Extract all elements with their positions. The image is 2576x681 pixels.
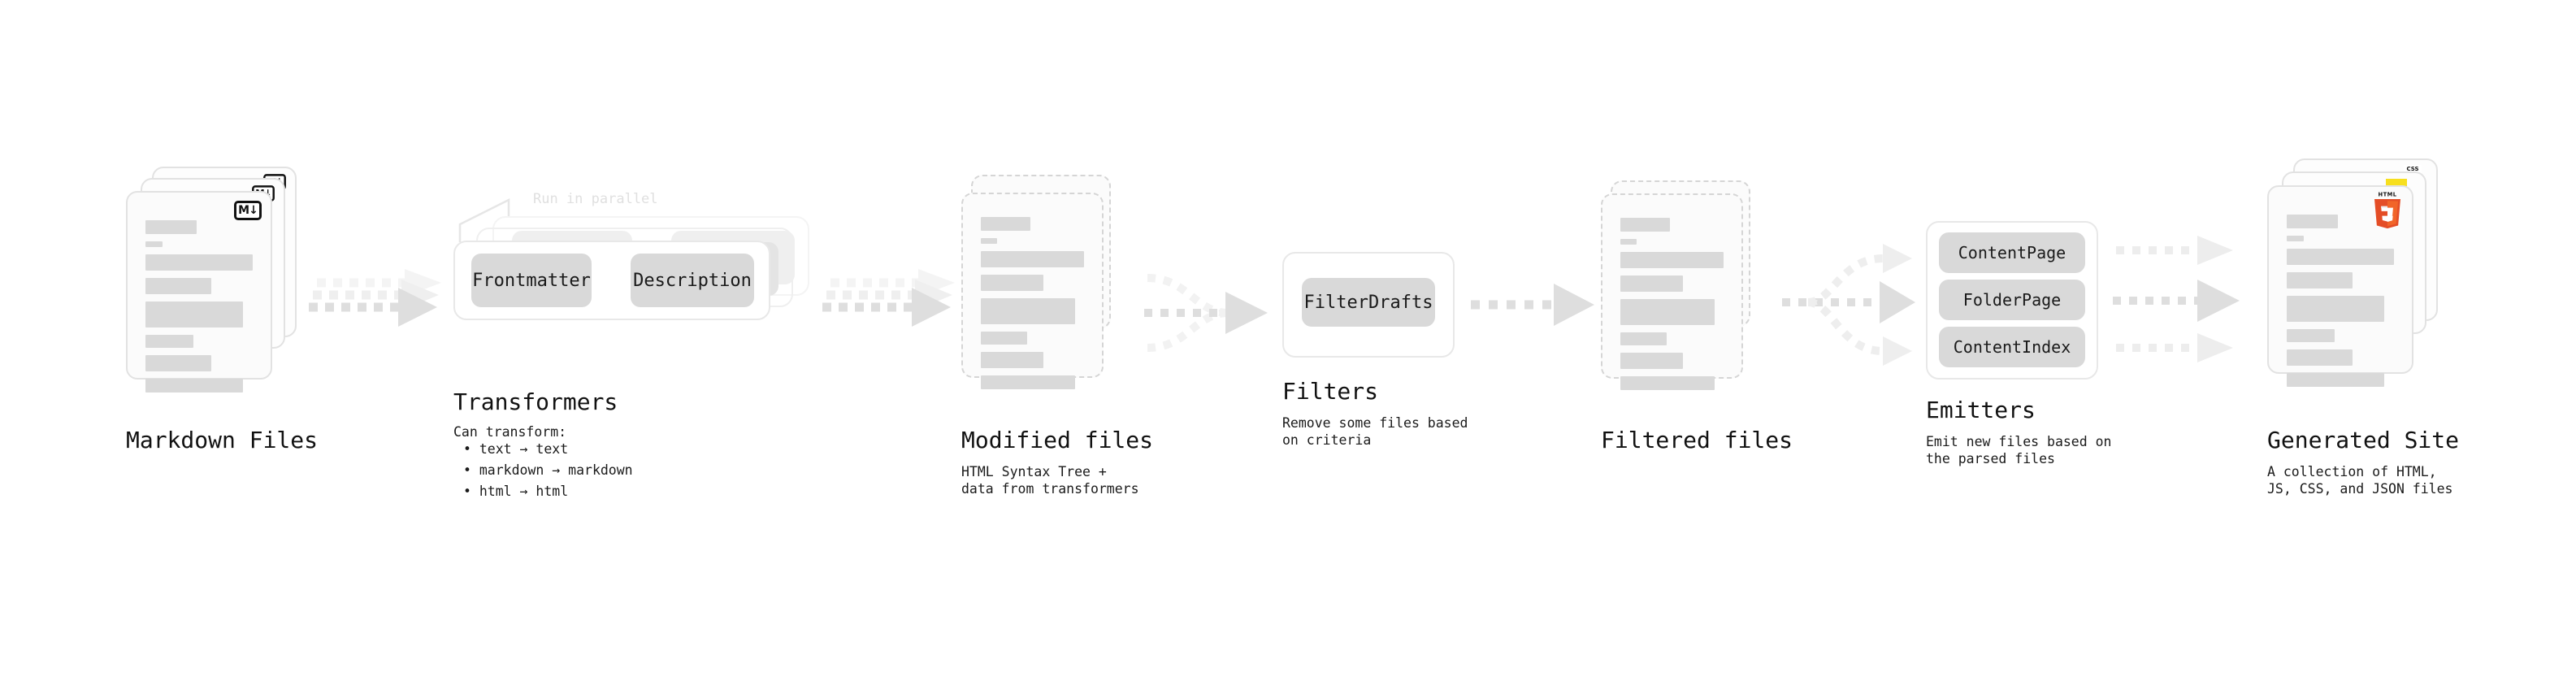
transformer-chip-frontmatter[interactable]: Frontmatter [471,254,592,307]
content-bar [2287,215,2339,228]
content-bar [981,375,1075,389]
content-bar [145,241,163,247]
connector-markdown-to-transformers [309,269,441,327]
markdown-badge-front: M↓ [234,201,262,220]
filtered-file-stack [1601,180,1763,392]
content-bar [145,278,211,294]
filtered-card-front [1601,193,1743,390]
content-bar [2287,349,2353,366]
connector-filters-to-filtered [1471,284,1594,326]
content-bar [1620,275,1684,292]
transformers-bullet-2: • html → html [463,484,569,499]
content-bar [2287,249,2394,265]
content-bar [145,355,211,371]
content-bar [1620,376,1715,390]
stage-subtitle-transformers: Can transform: [453,424,567,440]
content-bar [145,220,197,234]
transformers-bullet-1: • markdown → markdown [463,462,633,478]
content-bar [2287,272,2353,288]
transformer-chip-description[interactable]: Description [631,254,754,307]
content-bar [145,301,244,327]
stage-markdown-files: M↓ M↓ M↓ [126,167,297,393]
modified-file-stack [961,175,1124,389]
connector-emitters-to-site [2113,236,2240,362]
stage-subtitle-generated-site: A collection of HTML, JS, CSS, and JSON … [2267,464,2453,497]
modified-card-front [961,193,1104,389]
content-bar [1620,252,1724,268]
stage-title-markdown-files: Markdown Files [126,427,319,453]
stage-title-generated-site: Generated Site [2267,427,2460,453]
content-bar [1620,299,1715,325]
stage-title-filtered-files: Filtered files [1601,427,1793,453]
connector-filtered-to-emitters [1782,244,1915,366]
stage-title-modified-files: Modified files [961,427,1154,453]
stage-title-emitters: Emitters [1926,397,2036,423]
content-bar [2287,236,2305,241]
stage-subtitle-modified-files: HTML Syntax Tree + data from transformer… [961,464,1139,497]
stage-title-filters: Filters [1282,378,1379,405]
run-in-parallel-bracket [458,197,510,242]
content-bar [145,254,253,271]
generated-file-stack: CSS HTML [2267,158,2446,387]
content-bar [981,238,998,244]
markdown-file-stack: M↓ M↓ M↓ [126,167,297,393]
emitter-chip-contentindex[interactable]: ContentIndex [1939,327,2085,367]
modified-card-content [981,217,1084,397]
content-bar [2287,296,2385,322]
content-bar [1620,239,1637,245]
stage-filtered-files [1601,180,1763,392]
content-bar [981,352,1044,368]
content-bar [1620,332,1667,345]
generated-card-front: HTML [2267,185,2413,387]
markdown-card-content [145,220,253,400]
content-bar [981,298,1075,324]
stage-generated-site: CSS HTML [2267,158,2446,387]
generated-card-content [2287,215,2394,394]
filtered-card-content [1620,218,1724,397]
content-bar [1620,353,1684,369]
markdown-card-front: M↓ [126,191,272,393]
content-bar [145,379,244,393]
connector-transformers-to-modified [822,269,955,327]
html5-icon: HTML [2374,192,2401,229]
stage-modified-files [961,175,1124,389]
content-bar [981,275,1044,291]
content-bar [981,251,1084,267]
emitter-chip-folderpage[interactable]: FolderPage [1939,280,2085,320]
annotation-run-in-parallel: Run in parallel [533,191,658,207]
content-bar [145,335,194,348]
stage-subtitle-filters: Remove some files based on criteria [1282,415,1468,448]
content-bar [1620,218,1670,232]
svg-text:HTML: HTML [2379,192,2397,198]
transformers-bullet-0: • text → text [463,441,569,457]
stage-subtitle-emitters: Emit new files based on the parsed files [1926,434,2112,466]
emitter-chip-contentpage[interactable]: ContentPage [1939,232,2085,273]
stage-title-transformers: Transformers [453,388,618,415]
content-bar [981,332,1028,345]
connector-modified-to-filters [1144,274,1268,352]
content-bar [2287,373,2385,387]
content-bar [981,217,1030,231]
content-bar [2287,329,2335,342]
filter-chip-filterdrafts[interactable]: FilterDrafts [1302,278,1435,327]
